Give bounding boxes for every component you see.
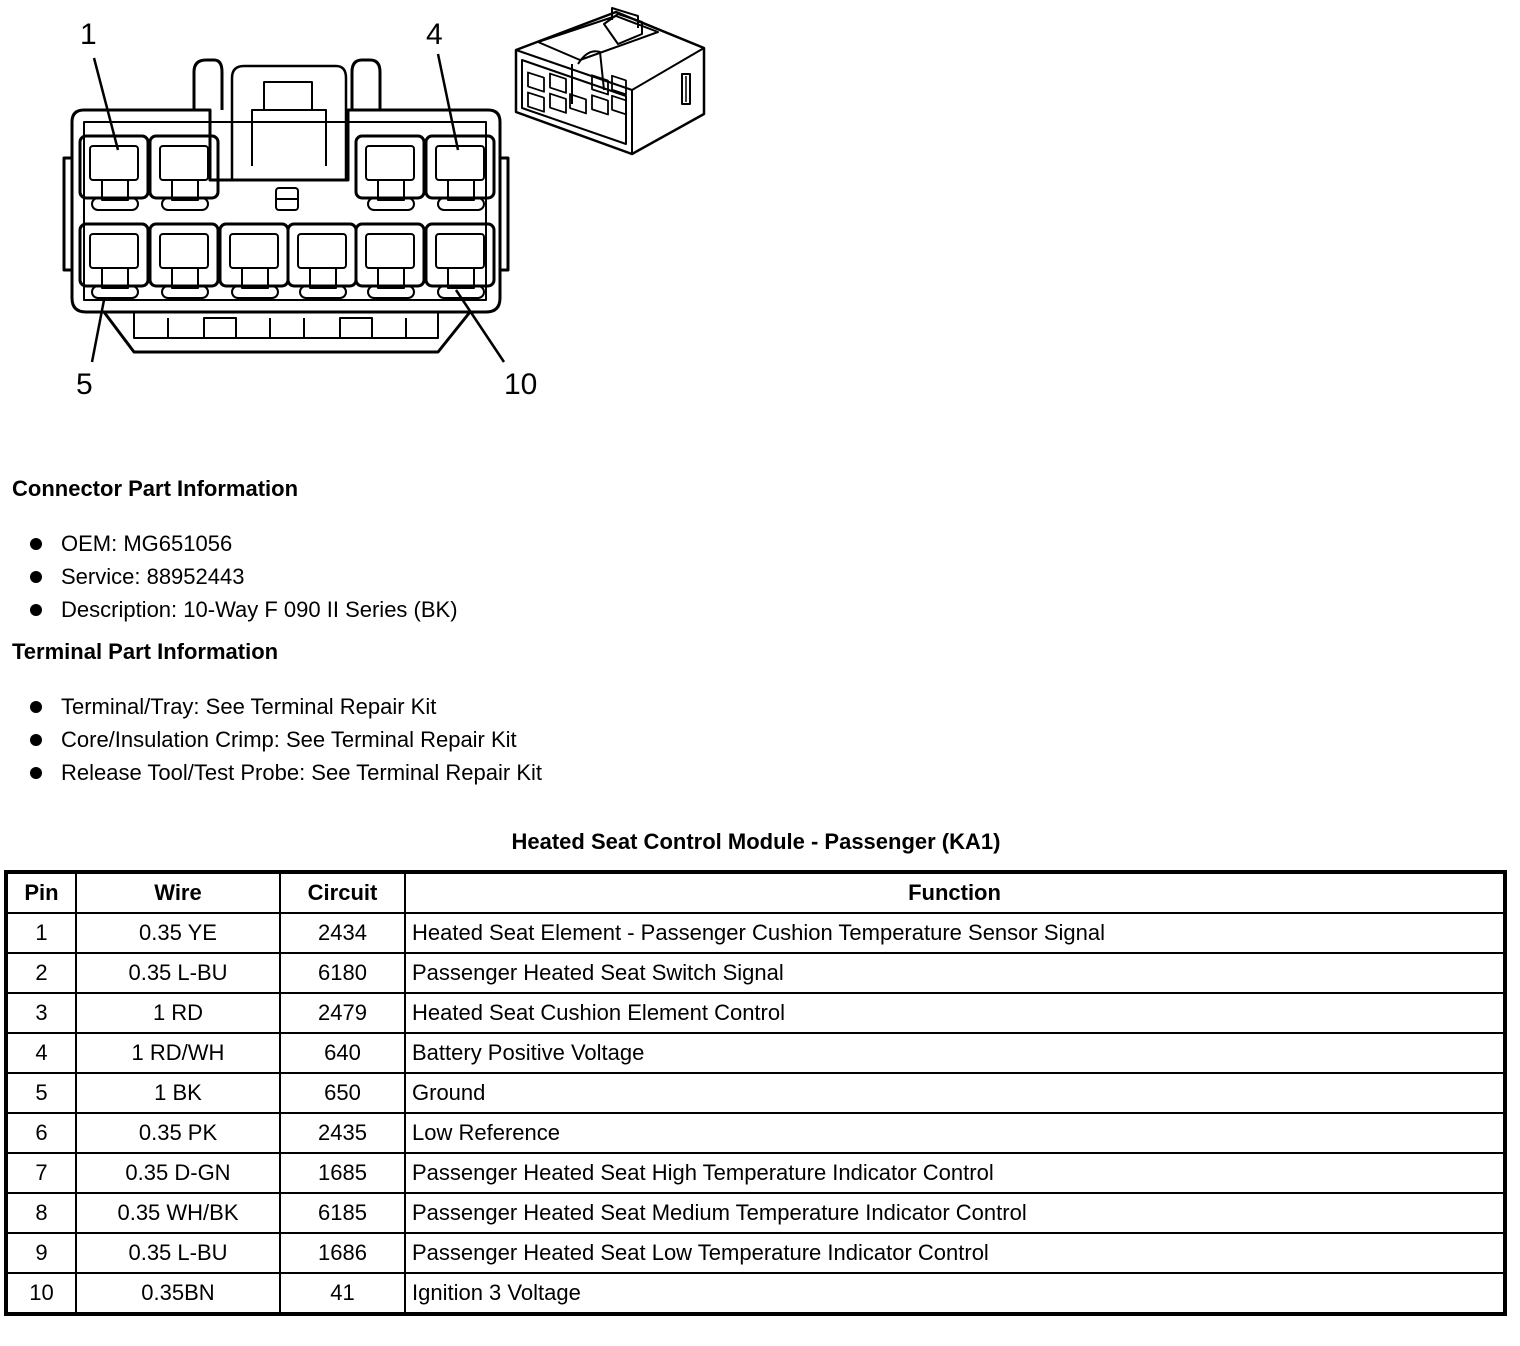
header-wire: Wire	[75, 871, 281, 914]
connector-figure: 1 4 5 10	[0, 0, 760, 420]
pin-callout-4: 4	[426, 18, 443, 51]
cell-pin: 4	[5, 1032, 77, 1074]
cell-pin: 6	[5, 1112, 77, 1154]
bullet-icon	[30, 734, 42, 746]
cell-circuit: 2434	[279, 912, 406, 954]
cell-pin: 9	[5, 1232, 77, 1274]
table-header-row: Pin Wire Circuit Function	[5, 871, 1506, 914]
connector-face-drawing	[62, 53, 510, 363]
terminal-tray: Terminal/Tray: See Terminal Repair Kit	[61, 694, 437, 719]
cavity-pin-5	[78, 222, 150, 299]
cell-function: Passenger Heated Seat Medium Temperature…	[404, 1192, 1506, 1234]
cell-circuit: 650	[279, 1072, 406, 1114]
connector-oem: OEM: MG651056	[61, 531, 233, 556]
bullet-icon	[30, 571, 42, 583]
header-pin: Pin	[5, 871, 77, 914]
cell-function: Passenger Heated Seat High Temperature I…	[404, 1152, 1506, 1194]
list-item: Core/Insulation Crimp: See Terminal Repa…	[28, 723, 542, 756]
terminal-release-tool: Release Tool/Test Probe: See Terminal Re…	[61, 760, 542, 785]
cell-wire: 0.35 YE	[75, 912, 281, 954]
cavity-pin-10	[424, 222, 496, 299]
cell-pin: 3	[5, 992, 77, 1034]
connector-isometric-drawing	[514, 7, 706, 156]
terminal-part-heading: Terminal Part Information	[12, 639, 279, 664]
connector-service: Service: 88952443	[61, 564, 245, 589]
cavity-pin-2	[148, 134, 220, 211]
cavity-pin-6	[148, 222, 220, 299]
cavity-pin-4	[424, 134, 496, 211]
cell-function: Low Reference	[404, 1112, 1506, 1154]
cell-wire: 0.35 D-GN	[75, 1152, 281, 1194]
terminal-crimp: Core/Insulation Crimp: See Terminal Repa…	[61, 727, 517, 752]
pin-callout-5: 5	[76, 368, 93, 401]
table-caption: Heated Seat Control Module - Passenger (…	[511, 829, 1001, 854]
cell-wire: 0.35 L-BU	[75, 952, 281, 994]
cell-circuit: 41	[279, 1272, 406, 1315]
list-item: Description: 10-Way F 090 II Series (BK)	[28, 593, 458, 626]
cell-circuit: 2435	[279, 1112, 406, 1154]
list-item: Service: 88952443	[28, 560, 458, 593]
bullet-icon	[30, 538, 42, 550]
cell-circuit: 6180	[279, 952, 406, 994]
cell-wire: 1 RD	[75, 992, 281, 1034]
bullet-icon	[30, 604, 42, 616]
bullet-icon	[30, 701, 42, 713]
cavity-pin-7	[218, 222, 290, 299]
pin-callout-1: 1	[80, 18, 97, 51]
connector-part-list: OEM: MG651056 Service: 88952443 Descript…	[28, 527, 458, 626]
cell-function: Battery Positive Voltage	[404, 1032, 1506, 1074]
cell-function: Ground	[404, 1072, 1506, 1114]
cell-wire: 0.35 PK	[75, 1112, 281, 1154]
cell-circuit: 2479	[279, 992, 406, 1034]
cell-pin: 2	[5, 952, 77, 994]
pin-callout-10: 10	[504, 368, 538, 401]
cell-wire: 0.35 WH/BK	[75, 1192, 281, 1234]
cell-function: Passenger Heated Seat Low Temperature In…	[404, 1232, 1506, 1274]
header-function: Function	[404, 871, 1506, 914]
cell-pin: 1	[5, 912, 77, 954]
connector-part-heading: Connector Part Information	[12, 476, 299, 501]
cell-function: Heated Seat Cushion Element Control	[404, 992, 1506, 1034]
cell-circuit: 640	[279, 1032, 406, 1074]
cell-wire: 0.35 L-BU	[75, 1232, 281, 1274]
bullet-icon	[30, 767, 42, 779]
cell-circuit: 1685	[279, 1152, 406, 1194]
cavity-pin-8	[286, 222, 358, 299]
cell-circuit: 1686	[279, 1232, 406, 1274]
cell-pin: 5	[5, 1072, 77, 1114]
pin-leader-lines	[90, 53, 506, 363]
list-item: Release Tool/Test Probe: See Terminal Re…	[28, 756, 542, 789]
cell-wire: 0.35BN	[75, 1272, 281, 1315]
cell-pin: 10	[5, 1272, 77, 1315]
cell-wire: 1 RD/WH	[75, 1032, 281, 1074]
cell-wire: 1 BK	[75, 1072, 281, 1114]
header-circuit: Circuit	[279, 871, 406, 914]
cell-circuit: 6185	[279, 1192, 406, 1234]
cell-function: Ignition 3 Voltage	[404, 1272, 1506, 1315]
cell-pin: 8	[5, 1192, 77, 1234]
cavity-pin-1	[78, 134, 150, 211]
cell-pin: 7	[5, 1152, 77, 1194]
cavity-pin-3	[354, 134, 426, 211]
cell-function: Passenger Heated Seat Switch Signal	[404, 952, 1506, 994]
list-item: Terminal/Tray: See Terminal Repair Kit	[28, 690, 542, 723]
cell-function: Heated Seat Element - Passenger Cushion …	[404, 912, 1506, 954]
cavity-pin-9	[354, 222, 426, 299]
connector-description: Description: 10-Way F 090 II Series (BK)	[61, 597, 458, 622]
list-item: OEM: MG651056	[28, 527, 458, 560]
terminal-part-list: Terminal/Tray: See Terminal Repair Kit C…	[28, 690, 542, 789]
